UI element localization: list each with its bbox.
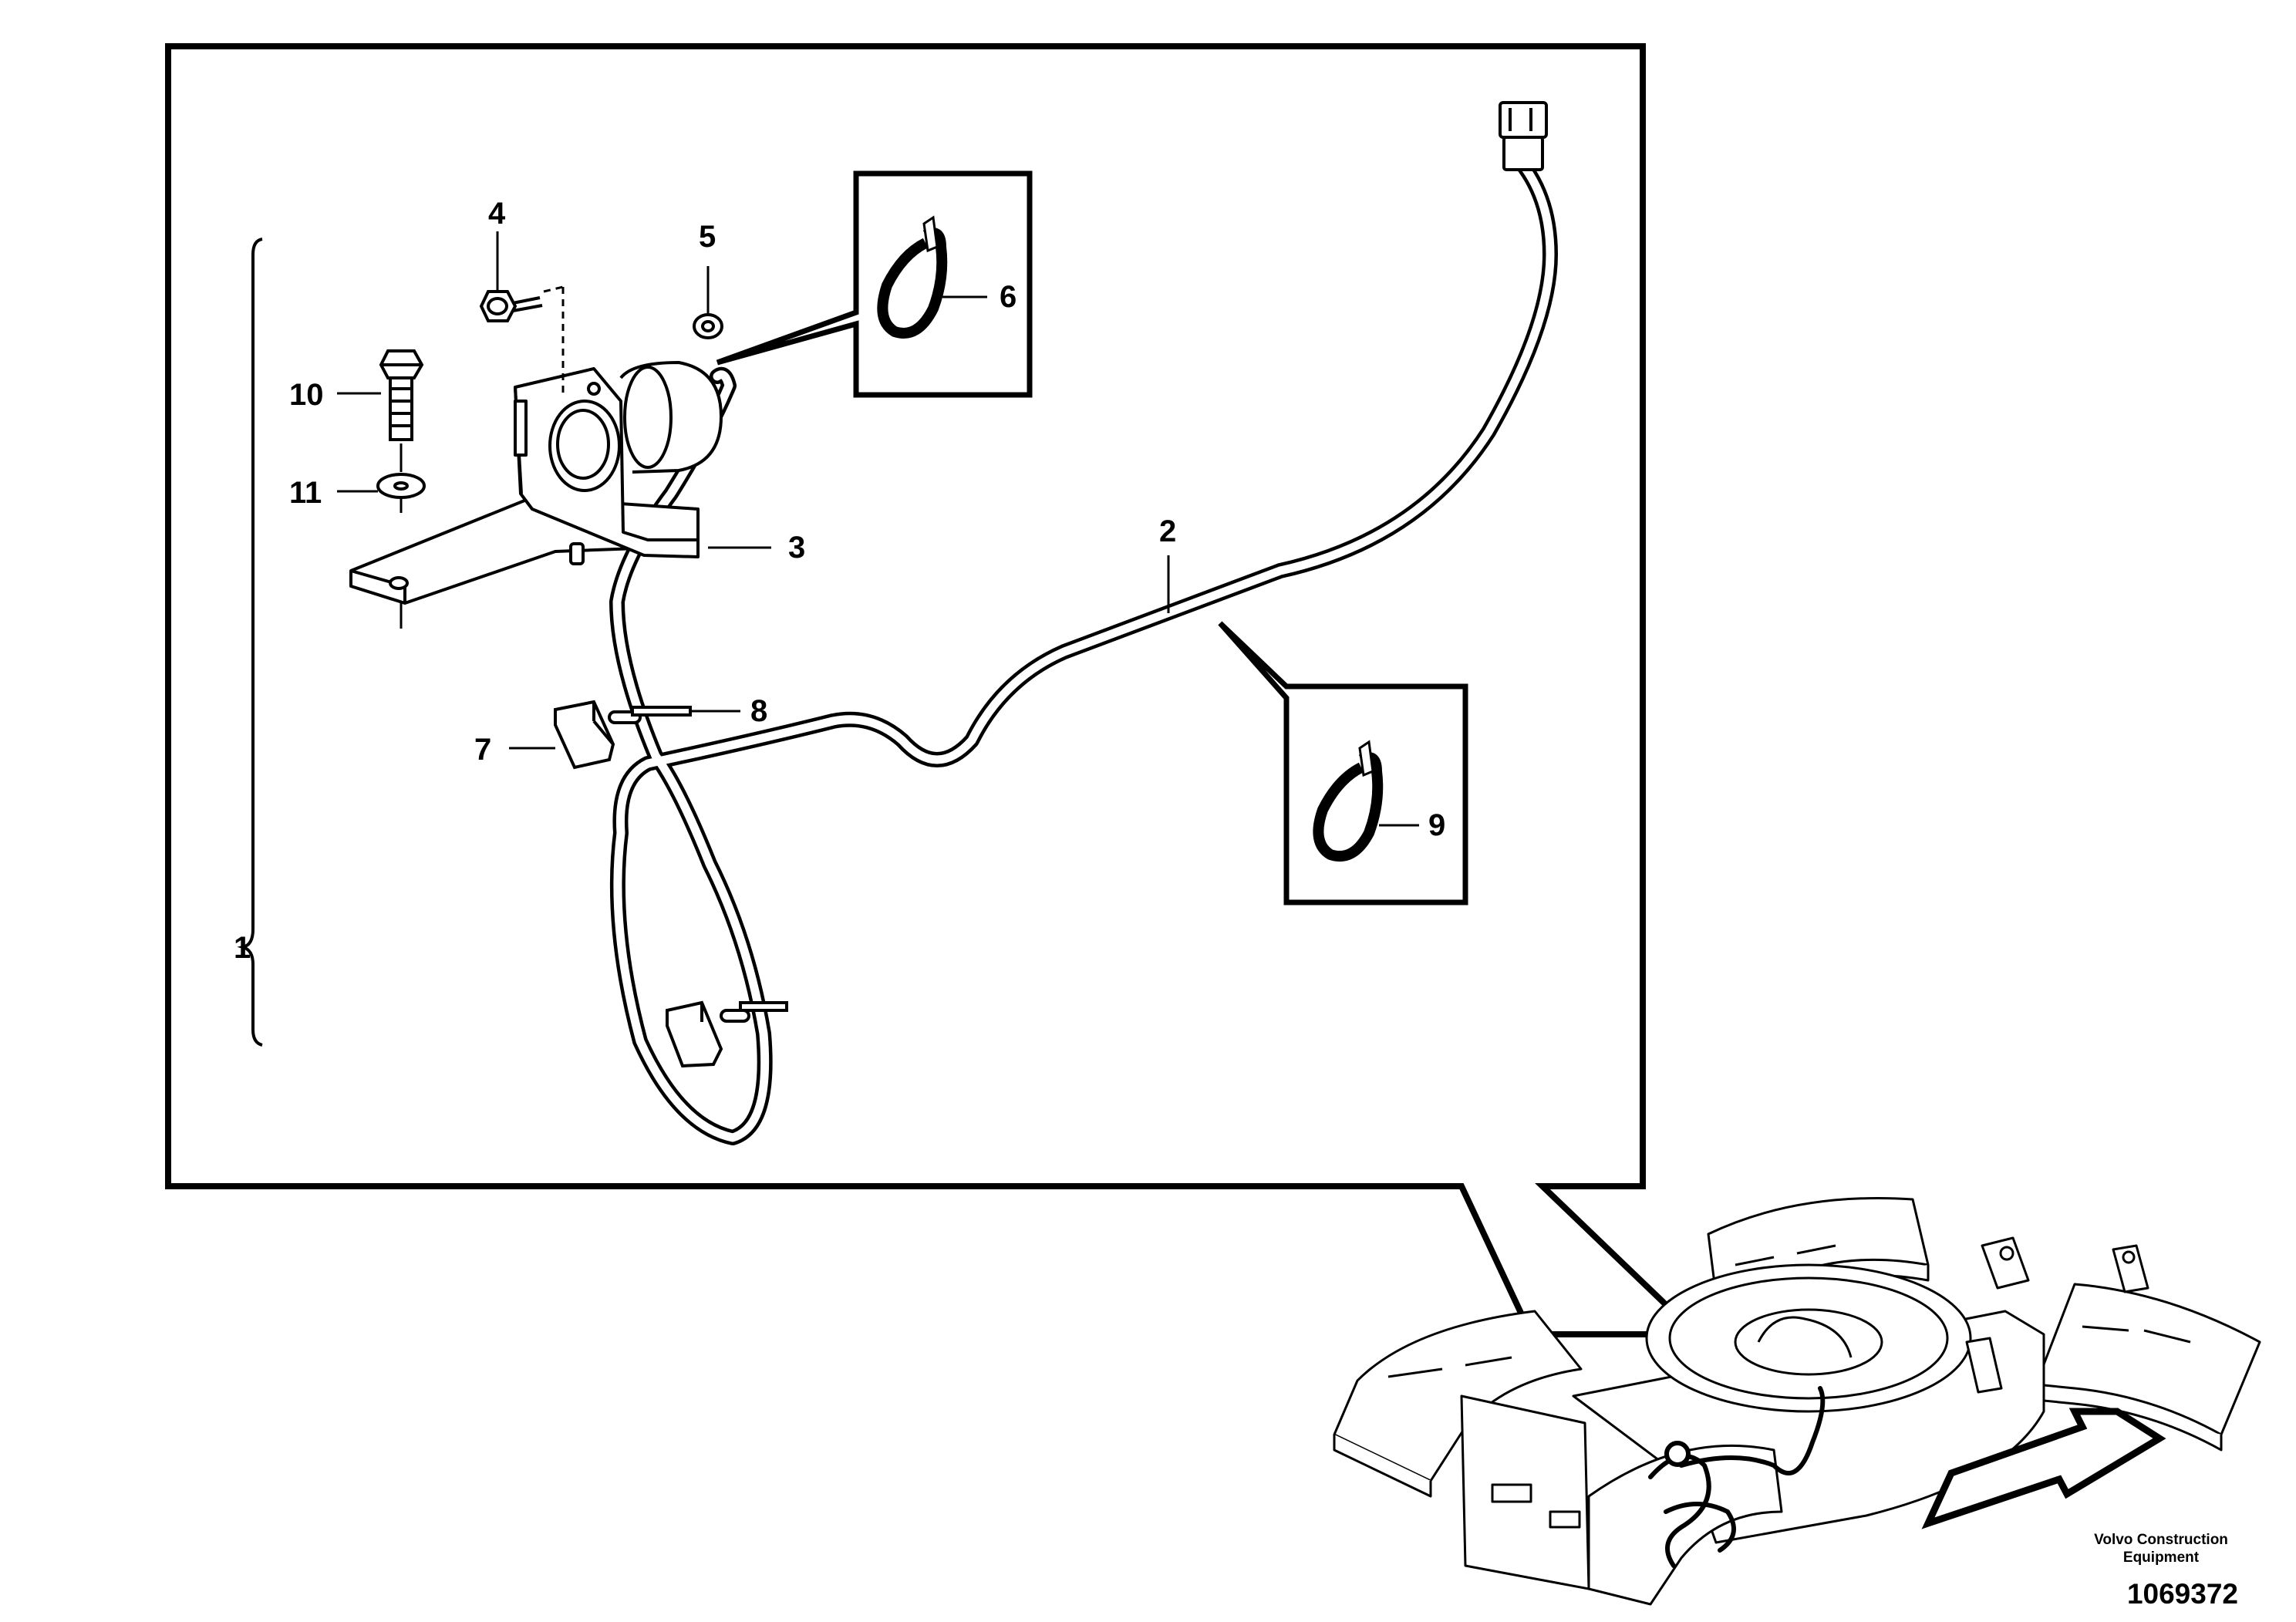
callout-2: 2	[1159, 514, 1176, 548]
washer-small	[693, 313, 723, 339]
socket-bracket	[349, 361, 723, 605]
callout-8: 8	[750, 694, 767, 728]
callout-7: 7	[474, 733, 491, 767]
callout-9: 9	[1428, 808, 1445, 842]
dashed-guide-4	[543, 285, 565, 397]
direction-arrow	[1921, 1408, 2166, 1529]
brand-label: Volvo Construction Equipment	[2061, 1531, 2261, 1566]
cable-harness	[609, 147, 1558, 1145]
brand-line-1: Volvo Construction	[2094, 1532, 2228, 1548]
callout-1: 1	[234, 931, 251, 965]
cable-clip-lower	[666, 1000, 788, 1068]
callout-10: 10	[289, 378, 324, 412]
callout-4: 4	[488, 197, 506, 231]
cable-clip-upper	[554, 700, 692, 770]
bolt	[379, 349, 424, 441]
callout-3: 3	[788, 531, 805, 565]
leader-lines	[337, 231, 1170, 750]
washer-large	[376, 473, 426, 499]
callout-labels: 1 2 3 4 5 6 7 8 9 10 11	[234, 197, 1445, 965]
callout-6: 6	[1000, 280, 1017, 314]
assembly-bracket	[237, 238, 263, 1047]
detail-box-9	[1218, 621, 1468, 905]
callout-5: 5	[699, 220, 716, 254]
screw	[479, 290, 543, 322]
callout-11: 11	[289, 476, 322, 510]
harness-connector	[1499, 101, 1548, 171]
machine-overview	[1333, 1196, 2261, 1606]
detail-box-6	[716, 170, 1033, 398]
document-number: 1069372	[2126, 1578, 2238, 1610]
overview-harness-location	[1648, 1386, 1826, 1568]
brand-line-2: Equipment	[2122, 1549, 2200, 1566]
